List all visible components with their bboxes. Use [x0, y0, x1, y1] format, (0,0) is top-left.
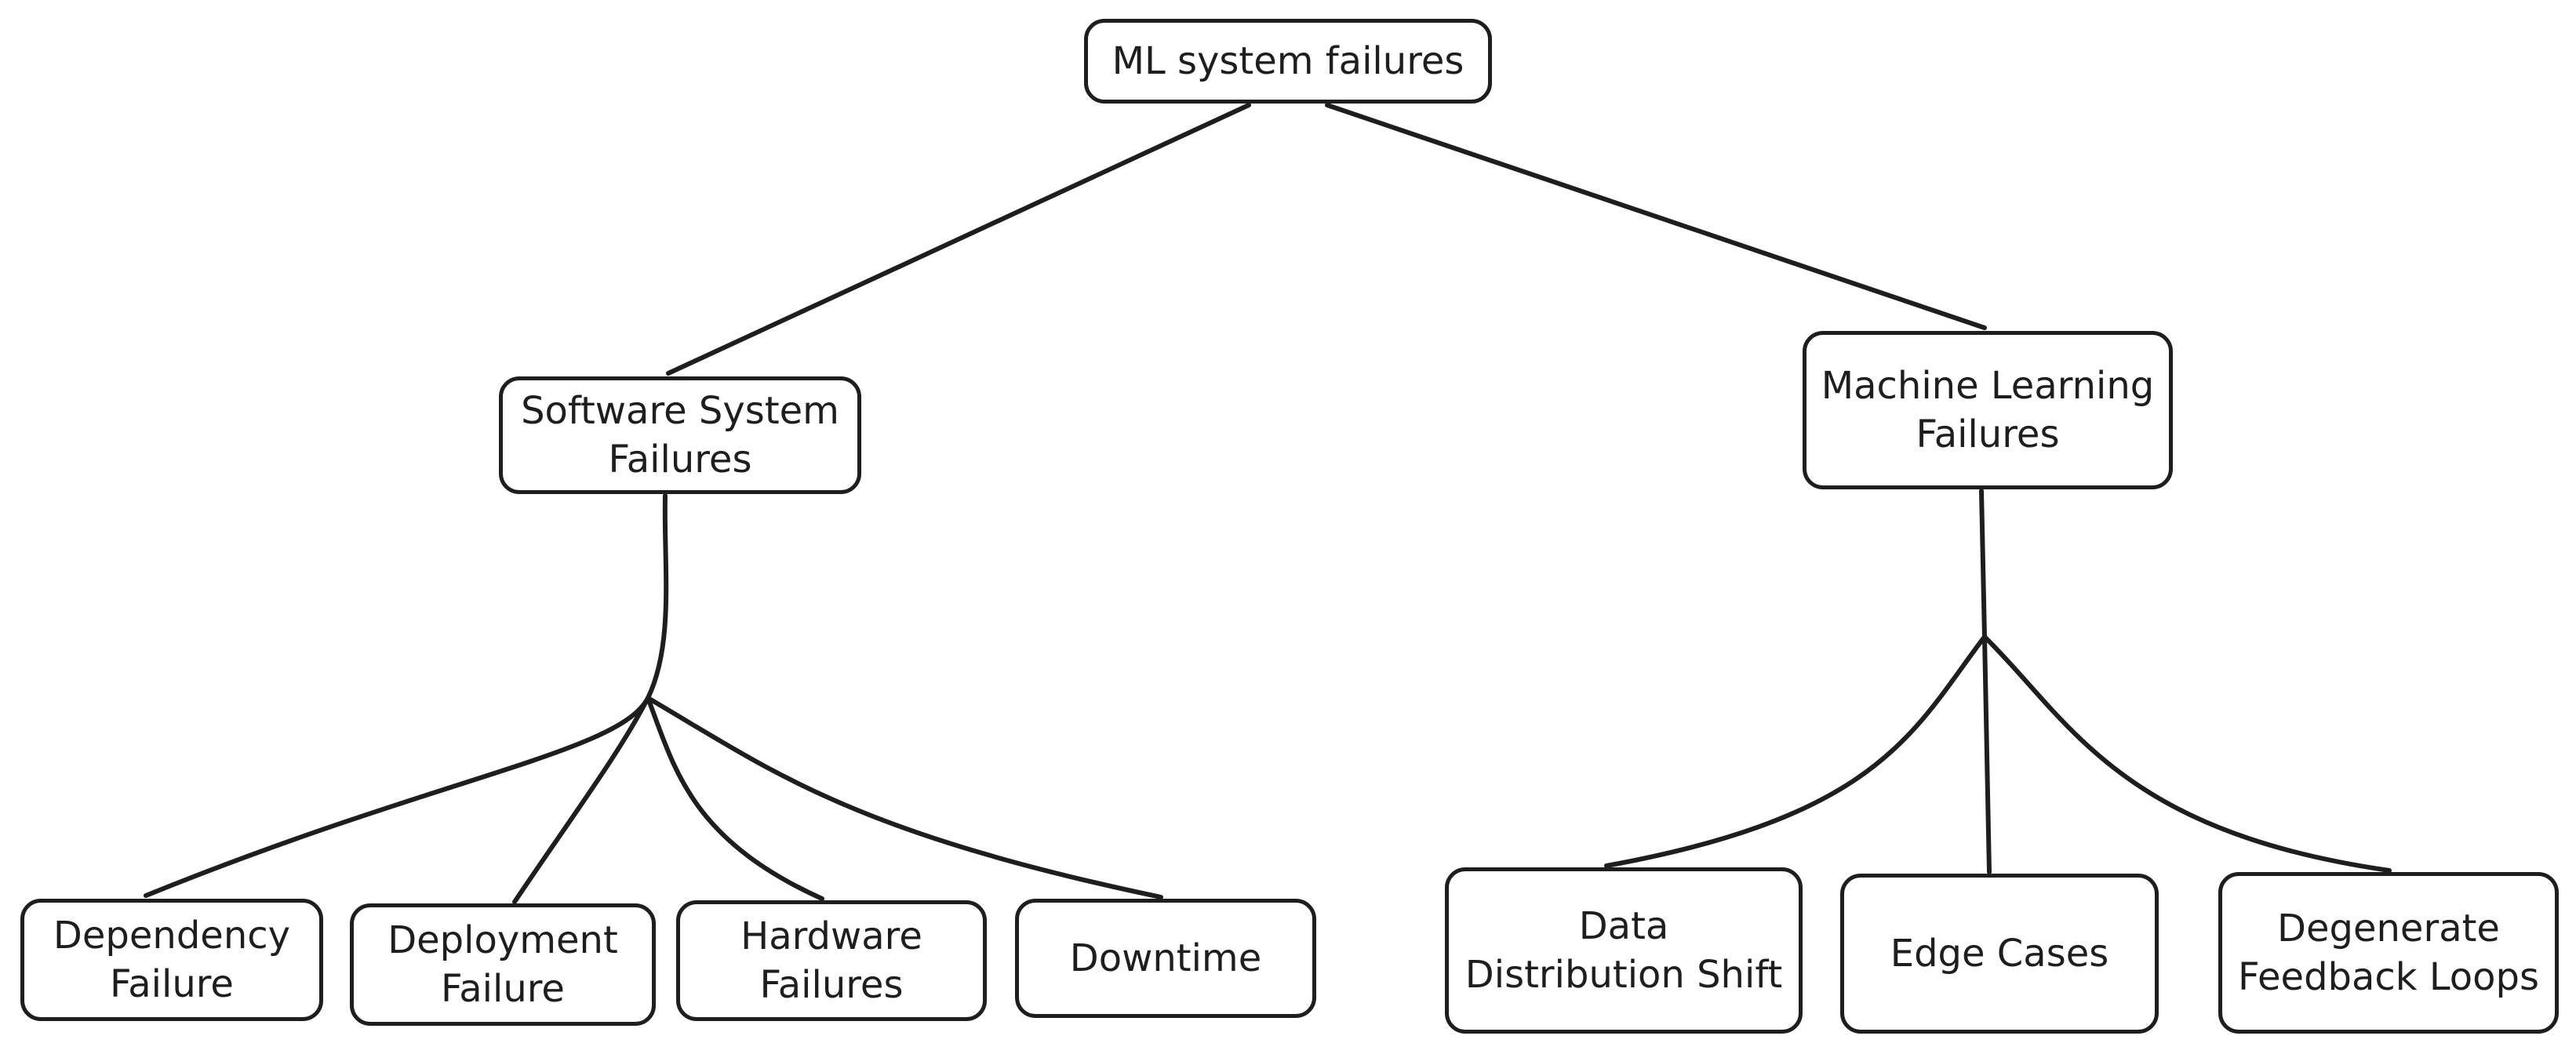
node-label: Data Distribution Shift	[1464, 904, 1783, 997]
node-label: Dependency Failure	[53, 914, 291, 1006]
edge-ml-data-shift	[1604, 634, 1987, 868]
edge-software-hardware	[646, 696, 824, 901]
edge-root-software	[666, 103, 1251, 376]
node-label: Machine Learning Failures	[1821, 364, 2155, 456]
node-data-distribution-shift: Data Distribution Shift	[1445, 867, 1803, 1034]
edge-root-ml	[1325, 103, 1987, 330]
node-label: Degenerate Feedback Loops	[2238, 907, 2539, 999]
node-label: Edge Cases	[1890, 932, 2109, 976]
edge-ml-feedback-loops	[1982, 634, 2392, 873]
node-machine-learning-failures: Machine Learning Failures	[1803, 331, 2173, 489]
node-edge-cases: Edge Cases	[1840, 874, 2159, 1034]
node-dependency-failure: Dependency Failure	[20, 899, 323, 1021]
node-hardware-failures: Hardware Failures	[676, 900, 987, 1021]
edge-ml-trunk	[1979, 489, 1987, 639]
node-label: Downtime	[1069, 936, 1262, 980]
node-label: Deployment Failure	[387, 918, 618, 1011]
node-deployment-failure: Deployment Failure	[350, 903, 656, 1026]
node-downtime: Downtime	[1015, 899, 1316, 1018]
node-degenerate-feedback-loops: Degenerate Feedback Loops	[2218, 872, 2559, 1034]
node-ml-system-failures: ML system failures	[1084, 19, 1492, 104]
edge-ml-edge-cases	[1982, 634, 1992, 874]
edge-software-downtime	[646, 696, 1163, 900]
node-label: Software System Failures	[521, 389, 839, 482]
node-software-system-failures: Software System Failures	[499, 376, 861, 494]
node-label: ML system failures	[1112, 39, 1464, 83]
node-label: Hardware Failures	[740, 914, 922, 1007]
edge-software-trunk	[646, 493, 669, 700]
edge-software-deployment	[512, 696, 650, 904]
edge-software-dependency	[144, 696, 650, 898]
